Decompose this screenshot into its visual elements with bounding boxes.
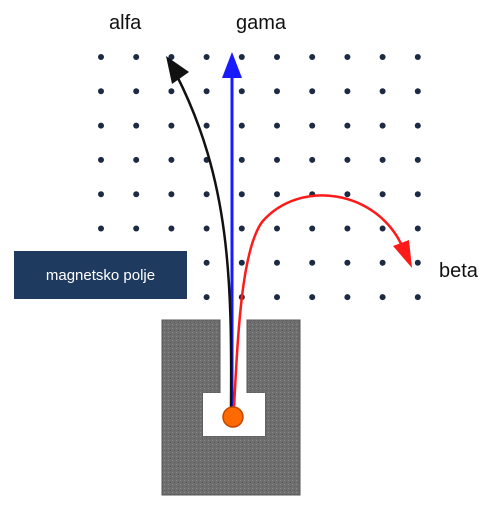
field-dot [379,122,386,129]
field-dot [414,294,421,301]
alpha-arrowhead [166,56,189,84]
field-dot [168,54,175,60]
field-dot [203,54,210,60]
field-dot [414,122,421,129]
field-dot [133,122,140,129]
field-dot [238,191,245,198]
label-gama: gama [236,12,287,34]
field-dot [238,225,245,232]
field-dot [344,54,351,60]
field-dot [238,259,245,266]
field-dot [379,156,386,163]
field-dot [379,294,386,301]
field-dot [309,259,316,266]
field-dot [168,88,175,95]
field-dot [203,294,210,301]
field-dot [379,54,386,60]
field-dot [414,259,421,266]
field-dot [203,122,210,129]
field-dot [344,225,351,232]
field-dot [344,156,351,163]
field-dot [98,191,104,198]
field-dot [344,122,351,129]
field-dot [203,259,210,266]
field-dot [203,88,210,95]
field-dot [238,88,245,95]
field-dot [274,88,280,95]
field-dot [133,225,140,232]
field-dot [274,122,280,129]
field-dot [309,225,316,232]
field-dot [274,191,280,198]
field-dot [168,122,175,129]
field-dot [379,259,386,266]
field-dot [274,294,280,301]
field-dot [203,191,210,198]
field-dot [344,88,351,95]
field-dot [238,156,245,163]
field-dot [168,156,175,163]
field-dot [98,54,104,60]
field-dot [98,122,104,129]
beta-arrowhead [393,240,412,268]
field-dot [379,191,386,198]
field-dot [414,225,421,232]
alpha-track [166,56,233,409]
field-dot [133,191,140,198]
field-dot [309,54,316,60]
field-dot [133,88,140,95]
field-dot [274,225,280,232]
field-dot [309,294,316,301]
field-dot [414,54,421,60]
field-dot [309,122,316,129]
field-dot [414,88,421,95]
field-dot [274,156,280,163]
field-dot [168,191,175,198]
radioactive-source [222,406,244,428]
field-dot [133,54,140,60]
field-dot [379,225,386,232]
field-dot [344,259,351,266]
beta-track [232,194,412,409]
field-dot [379,88,386,95]
field-dot [98,225,104,232]
gamma-arrowhead [222,52,242,78]
field-dot [414,156,421,163]
field-dot [309,88,316,95]
magnetic-field-dots [98,54,421,301]
field-dot [98,156,104,163]
field-dot [309,156,316,163]
field-dot [238,54,245,60]
field-dot [274,259,280,266]
magnetic-field-label: magnetsko polje [14,251,187,299]
field-dot [344,294,351,301]
field-dot [168,225,175,232]
field-dot [344,191,351,198]
label-beta: beta [439,260,478,282]
field-dot [203,225,210,232]
field-dot [238,122,245,129]
label-alfa: alfa [109,12,142,34]
field-dot [98,88,104,95]
field-dot [274,54,280,60]
field-dot [133,156,140,163]
field-dot [414,191,421,198]
